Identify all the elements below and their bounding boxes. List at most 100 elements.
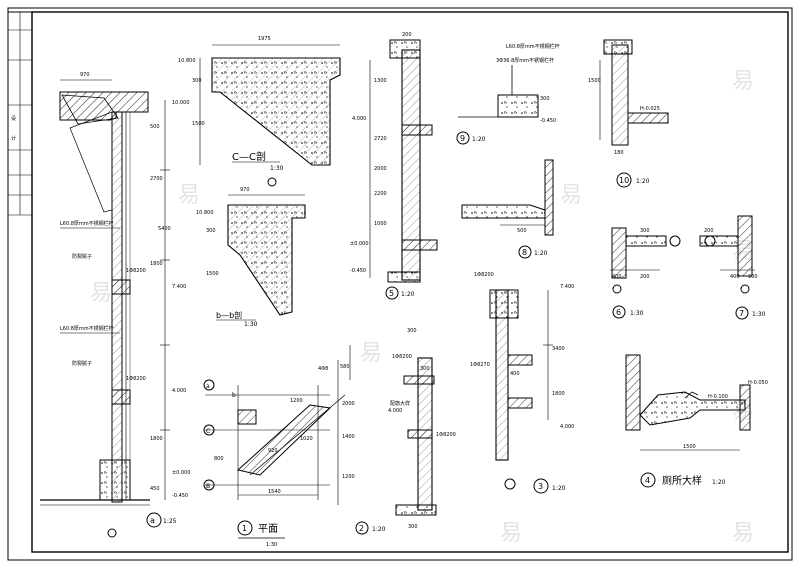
elevation-label: 4.000 xyxy=(388,408,402,414)
title-block-label-1: 设 xyxy=(11,115,16,122)
axis-label: B xyxy=(206,483,210,490)
detail-8-section: 500 8 1:20 xyxy=(461,159,554,259)
detail-5-section: 200 1300 4.000 2720 2000 2200 1000 ±0.00… xyxy=(350,32,438,300)
detail-tag-label: 1 xyxy=(242,524,247,533)
section-scale: 1:30 xyxy=(270,165,284,172)
dim-label: 180 xyxy=(614,150,624,156)
detail-2-section: 300 580 2000 4.000 1400 1200 300 300 1Φ8… xyxy=(318,328,456,535)
dim-label: 970 xyxy=(240,187,250,193)
title-block: 设 计 xyxy=(8,11,32,216)
section-title: C—C剖 xyxy=(232,150,266,163)
detail-7-section: 200 400 200 7 1:30 xyxy=(699,215,766,320)
section-scale: 1:30 xyxy=(244,321,258,328)
detail-4-section: H-0.050 H-0.100 1500 4 厕所大样 1:20 xyxy=(625,354,768,488)
watermark-glyph: 易 xyxy=(360,341,382,366)
detail-scale: 1:20 xyxy=(401,291,415,298)
note-label: 3Φ36.8厚mm不锈钢栏杆 xyxy=(496,57,554,64)
dim-label: 1500 xyxy=(192,121,205,127)
elevation-label: H-0.100 xyxy=(708,394,728,400)
detail-tag-label: 10 xyxy=(619,176,629,185)
dim-label: 1500 xyxy=(588,78,601,84)
detail-tag-label: 7 xyxy=(739,309,744,318)
watermark-glyph: 易 xyxy=(732,69,754,94)
dim-label: 500 xyxy=(517,228,527,234)
dim-label: 450 xyxy=(150,486,160,492)
watermark-glyph: 易 xyxy=(90,281,112,306)
note-label: L60.8厚mm不锈钢栏杆 xyxy=(506,43,560,50)
detail-tag-label: 9 xyxy=(460,134,465,143)
detail-scale: 1:20 xyxy=(712,479,726,486)
detail-tag-label: 4 xyxy=(645,476,650,485)
dim-label: 300 xyxy=(640,228,650,234)
dim-label: 3400 xyxy=(552,346,565,352)
elevation-label: 10.800 xyxy=(178,58,196,64)
dim-label: 5400 xyxy=(158,226,171,232)
elevation-label: 4.000 xyxy=(352,116,366,122)
note-label: L60.8厚mm不锈钢栏杆 xyxy=(60,325,114,332)
dim-label: 1975 xyxy=(258,36,271,42)
axis-label: b xyxy=(232,392,236,399)
note-label: 防裂腻子 xyxy=(72,253,92,260)
detail-tag-label: a xyxy=(150,516,155,525)
elevation-label: H-0.025 xyxy=(640,106,660,112)
elevation-label: 7.400 xyxy=(172,284,186,290)
dim-label: 1500 xyxy=(683,444,696,450)
watermark-glyph: 易 xyxy=(732,521,754,546)
dim-label: 1800 xyxy=(150,436,163,442)
dim-label: 2000 xyxy=(374,166,387,172)
dim-label: 2700 xyxy=(150,176,163,182)
note-label: L60.8厚mm不锈钢栏杆 xyxy=(60,220,114,227)
title-block-label-2: 计 xyxy=(11,135,16,142)
detail-scale: 1:20 xyxy=(372,526,386,533)
dim-label: 1800 xyxy=(150,261,163,267)
dim-label: 400 xyxy=(612,274,622,280)
detail-a-section: 970 500 10.000 2700 5400 1800 7.400 4.00… xyxy=(40,72,191,538)
elevation-label: 10.800 xyxy=(196,210,214,216)
dim-label: 200 xyxy=(402,32,412,38)
detail-scale: 1:30 xyxy=(630,310,644,317)
dim-label: 1540 xyxy=(268,489,281,495)
dim-label: 2200 xyxy=(374,191,387,197)
dim-label: 500 xyxy=(150,124,160,130)
elevation-label: 7.400 xyxy=(560,284,574,290)
dim-label: 1200 xyxy=(342,474,355,480)
elevation-label: -0.450 xyxy=(540,118,556,124)
note-label: 1Φ8200 xyxy=(126,376,146,382)
elevation-label: 4.000 xyxy=(172,388,186,394)
dim-label: 2720 xyxy=(374,136,387,142)
elevation-label: 4.000 xyxy=(560,424,574,430)
axis-label: a xyxy=(206,383,210,390)
detail-10-section: 1500 H-0.025 180 10 1:20 xyxy=(588,39,669,188)
detail-scale: 1:20 xyxy=(552,485,566,492)
detail-6-section: 300 400 200 6 1:30 xyxy=(610,227,681,319)
detail-tag-label: 2 xyxy=(359,524,364,533)
note-label: 配筋大样 xyxy=(390,400,410,407)
dim-label: 920 xyxy=(268,448,278,454)
dim-label: 300 xyxy=(206,228,216,234)
dim-label: 300 xyxy=(407,328,417,334)
note-label: 1Φ8200 xyxy=(436,432,456,438)
axis-label: C xyxy=(206,428,210,435)
watermark-glyph: 易 xyxy=(500,521,522,546)
dim-label: 1020 xyxy=(300,436,313,442)
note-label: 防裂腻子 xyxy=(72,360,92,367)
note-label: 1Φ8200 xyxy=(126,268,146,274)
dim-label: 580 xyxy=(340,364,350,370)
detail-3-section: 7.400 3400 4.000 1800 1Φ8200 1Φ8270 400 … xyxy=(470,272,574,494)
note-label: 4Φ8 xyxy=(318,366,328,372)
detail-bb-section: 970 10.800 300 1500 b—b剖 1:30 xyxy=(196,177,306,328)
dim-label: 1200 xyxy=(290,398,303,404)
dim-label: 400 xyxy=(730,274,740,280)
note-label: 1Φ8200 xyxy=(474,272,494,278)
elevation-label: ±0.000 xyxy=(172,470,191,476)
watermark-glyph: 易 xyxy=(560,183,582,208)
dim-label: 300 xyxy=(420,366,430,372)
detail-scale: 1:30 xyxy=(752,311,766,318)
watermark-glyph: 易 xyxy=(178,183,200,208)
dim-label: 800 xyxy=(214,456,224,462)
detail-tag-label: 8 xyxy=(522,248,527,257)
detail-tag-label: 5 xyxy=(389,289,394,298)
elevation-label: -0.450 xyxy=(172,493,188,499)
detail-scale: 1:20 xyxy=(534,250,548,257)
